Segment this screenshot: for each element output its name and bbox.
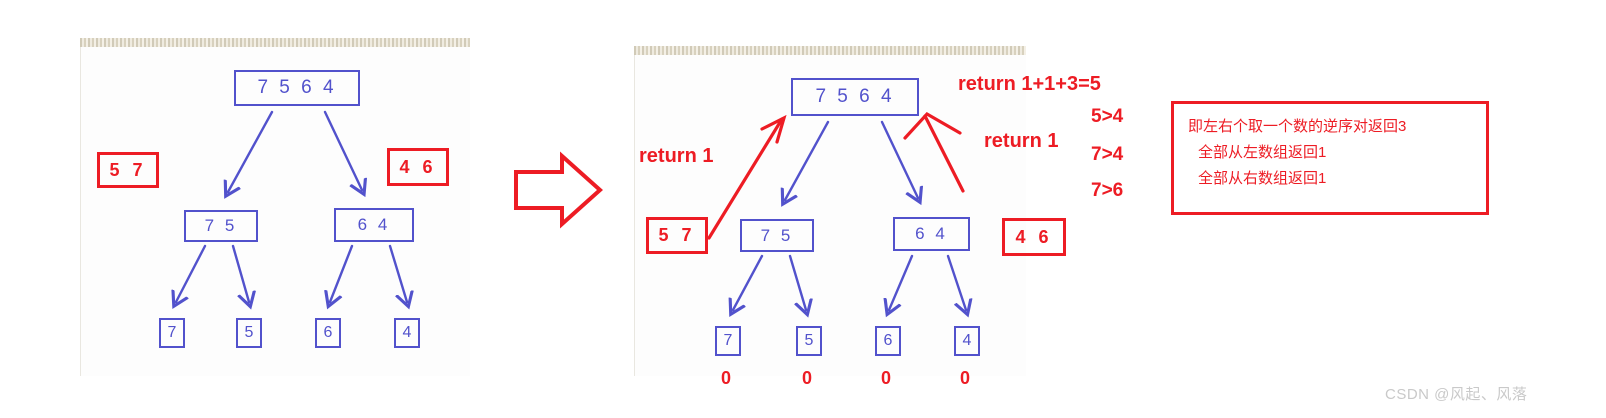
note-line-1: 全部从左数组返回1 <box>1198 144 1327 161</box>
annotation-comparison-1: 7>4 <box>1091 144 1124 165</box>
left-sorted-box-right: 4 6 <box>387 148 449 186</box>
paper-left-rule-right <box>634 55 635 376</box>
right-sorted-box-left: 5 7 <box>646 217 708 254</box>
right-leaf-count-0: 0 <box>721 368 732 388</box>
paper-left-rule <box>80 47 81 376</box>
csdn-watermark: CSDN @风起、风落 <box>1385 386 1528 403</box>
right-leaf-count-1: 0 <box>802 368 813 388</box>
right-panel <box>634 46 1026 376</box>
left-sorted-box-left: 5 7 <box>97 152 159 188</box>
right-leaf-node-0: 7 <box>715 326 741 356</box>
left-leaf-node-0: 7 <box>159 318 185 348</box>
right-root-node: 7 5 6 4 <box>791 78 919 116</box>
paper-edge-texture <box>80 38 470 47</box>
right-level2-node-1: 6 4 <box>893 217 970 251</box>
right-sorted-box-right: 4 6 <box>1002 218 1066 256</box>
left-root-node: 7 5 6 4 <box>234 70 360 106</box>
annotation-root-return: return 1+1+3=5 <box>958 73 1101 95</box>
right-leaf-count-3: 0 <box>960 368 971 388</box>
paper-edge-texture-right <box>634 46 1026 55</box>
left-leaf-node-3: 4 <box>394 318 420 348</box>
left-leaf-node-2: 6 <box>315 318 341 348</box>
left-panel <box>80 38 470 376</box>
left-level2-node-1: 6 4 <box>334 208 414 242</box>
explanation-note-box: 即左右个取一个数的逆序对返回3 全部从左数组返回1 全部从右数组返回1 <box>1171 101 1489 215</box>
annotation-comparison-2: 7>6 <box>1091 180 1124 201</box>
right-level2-node-0: 7 5 <box>740 219 814 252</box>
right-leaf-node-3: 4 <box>954 326 980 356</box>
left-level2-node-0: 7 5 <box>184 210 258 242</box>
annotation-right-return: return 1 <box>984 130 1059 152</box>
annotation-comparison-0: 5>4 <box>1091 106 1124 127</box>
right-leaf-count-2: 0 <box>881 368 892 388</box>
left-leaf-node-1: 5 <box>236 318 262 348</box>
note-line-2: 全部从右数组返回1 <box>1198 170 1327 187</box>
right-leaf-node-2: 6 <box>875 326 901 356</box>
annotation-left-return: return 1 <box>639 145 714 167</box>
note-line-0: 即左右个取一个数的逆序对返回3 <box>1188 118 1407 135</box>
right-leaf-node-1: 5 <box>796 326 822 356</box>
right-arrow-icon <box>514 151 603 229</box>
